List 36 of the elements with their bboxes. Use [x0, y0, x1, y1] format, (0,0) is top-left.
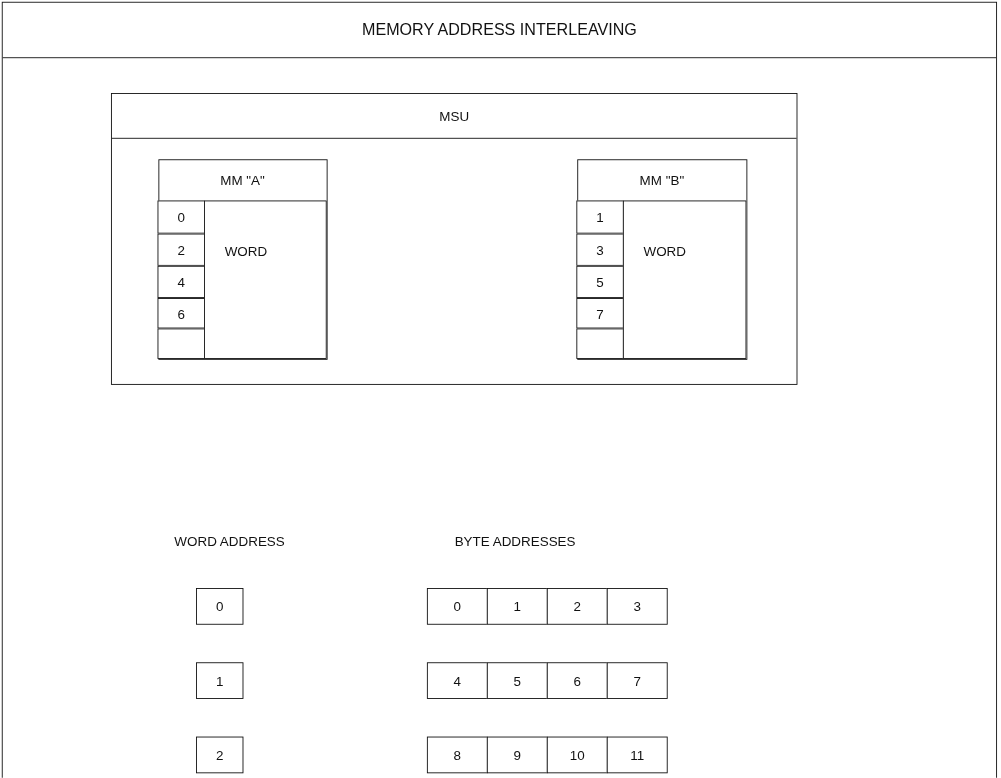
- address-cell: 0: [157, 200, 205, 234]
- word-address-box: 1: [196, 662, 244, 699]
- address-cell: 2: [157, 233, 205, 266]
- address-cell: 5: [576, 265, 624, 299]
- box-heading: MM "B": [577, 159, 746, 202]
- memory-module-box: [576, 158, 747, 360]
- address-cell: 7: [576, 298, 624, 329]
- word-address-box: 2: [196, 736, 244, 774]
- word-address-box: 0: [196, 588, 244, 625]
- byte-address-cell: 7: [606, 662, 668, 699]
- section-label: WORD ADDRESS: [173, 533, 286, 549]
- byte-address-cell: 1: [486, 588, 548, 625]
- address-cell: 1: [576, 200, 624, 234]
- section-label: BYTE ADDRESSES: [453, 533, 577, 549]
- box-heading: MM "A": [158, 159, 327, 202]
- box-heading: MSU: [111, 93, 797, 139]
- byte-address-cell: 5: [486, 662, 548, 699]
- byte-address-cell: 4: [426, 662, 488, 699]
- byte-address-cell: 11: [606, 736, 668, 774]
- memory-module-box: [157, 158, 328, 360]
- address-cell: [576, 328, 624, 359]
- word-field: WORD: [622, 200, 747, 359]
- byte-address-cell: 6: [546, 662, 608, 699]
- byte-address-cell: 10: [546, 736, 608, 774]
- diagram-title: MEMORY ADDRESS INTERLEAVING: [2, 2, 997, 59]
- word-field: WORD: [204, 200, 327, 359]
- address-cell: 3: [576, 233, 624, 266]
- memory-unit-box: [111, 93, 798, 385]
- address-cell: [157, 328, 205, 359]
- byte-address-cell: 0: [426, 588, 488, 625]
- address-cell: 4: [157, 265, 205, 299]
- byte-address-cell: 3: [606, 588, 668, 625]
- byte-address-cell: 8: [426, 736, 488, 774]
- byte-address-cell: 2: [546, 588, 608, 625]
- byte-address-cell: 9: [486, 736, 548, 774]
- address-cell: 6: [157, 298, 205, 329]
